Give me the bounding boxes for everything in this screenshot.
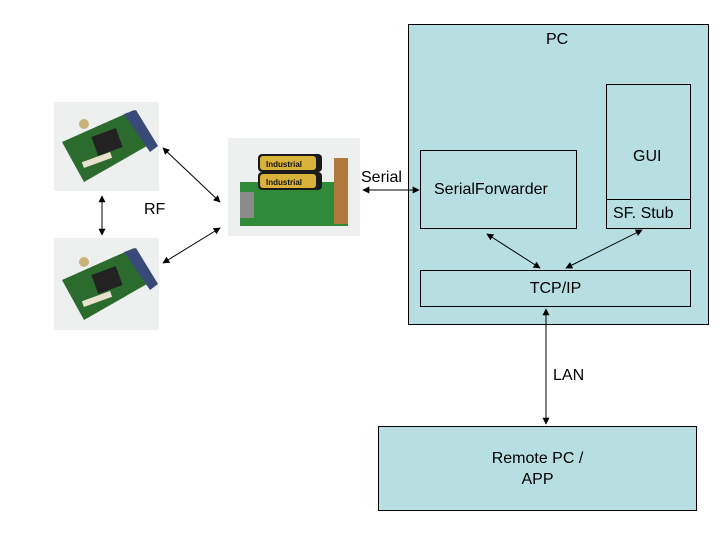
sf-to-tcpip-arrow [486, 233, 541, 269]
lan-link-label: LAN [553, 367, 585, 384]
remote-pc-label-line1: Remote PC / [491, 450, 584, 467]
serialforwarder-label: SerialForwarder [434, 181, 548, 198]
sf-stub-divider [606, 199, 691, 200]
battery-label-bottom: Industrial [266, 178, 302, 187]
base-station-board-image: Industrial Industrial [228, 138, 360, 236]
top-mote-to-base-arrow [162, 147, 221, 203]
stub-to-tcpip-arrow [565, 229, 643, 269]
tcpip-box [420, 270, 691, 307]
serial-link-label: Serial [361, 169, 402, 186]
pc-title: PC [546, 31, 569, 48]
remote-pc-box [378, 426, 697, 511]
sf-stub-label: SF. Stub [613, 205, 674, 222]
gui-label: GUI [633, 148, 662, 165]
serialforwarder-box [420, 150, 577, 229]
gui-box [606, 84, 691, 229]
tcpip-label: TCP/IP [529, 280, 582, 297]
rf-link-label: RF [144, 201, 166, 218]
bottom-mote-to-base-arrow [162, 227, 221, 264]
mote-board-top-image [54, 102, 159, 191]
mote-board-bottom-image [54, 238, 159, 330]
battery-label-top: Industrial [266, 160, 302, 169]
remote-pc-label-line2: APP [521, 471, 554, 488]
